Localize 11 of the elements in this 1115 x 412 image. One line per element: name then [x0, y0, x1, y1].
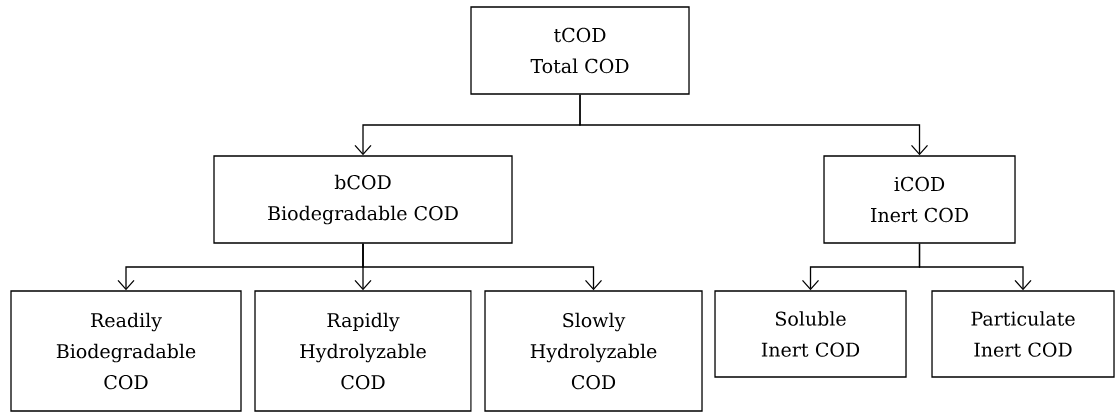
- arrow: [918, 243, 1032, 291]
- category-box: iCOD Inert COD: [823, 155, 1016, 244]
- category-box: tCOD Total COD: [470, 6, 690, 95]
- arrow: [579, 94, 929, 156]
- arrow: [362, 243, 603, 291]
- category-box: Rapidly Hydrolyzable COD: [254, 290, 472, 412]
- category-box: Particulate Inert COD: [931, 290, 1115, 378]
- category-box: Soluble Inert COD: [714, 290, 907, 378]
- category-box: Slowly Hydrolyzable COD: [484, 290, 703, 412]
- category-box: Readily Biodegradable COD: [10, 290, 242, 412]
- category-box: bCOD Biodegradable COD: [213, 155, 513, 244]
